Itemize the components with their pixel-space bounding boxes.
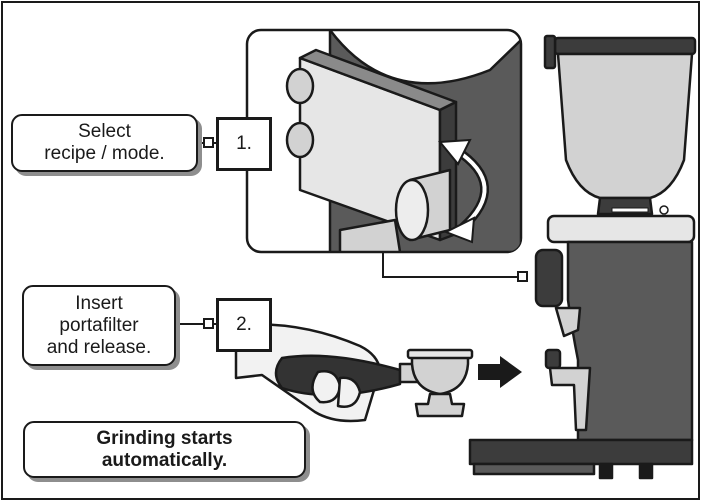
step-1-line-2: recipe / mode. [44,143,165,164]
result-line-1: Grinding starts [96,427,233,449]
result-line-2: automatically. [101,449,228,471]
step-1-instruction: Select recipe / mode. [11,114,198,172]
grounds-tray [472,462,596,476]
hand-with-portafilter [234,322,474,423]
step-2-line-2: portafilter [59,314,139,336]
result-note: Grinding starts automatically. [23,421,306,478]
grinder-machine [468,34,697,480]
grind-spout [554,306,582,338]
step-2-line-1: Insert [75,292,123,314]
step-2-number: 2. [216,298,272,352]
fork-holder [544,348,562,370]
selector-knob [534,248,564,308]
knob-detail-zoom [245,28,523,254]
grinder-base [468,438,694,466]
step-2-line-3: and release. [46,336,152,358]
leader-markers [203,137,528,329]
insert-arrow-icon [478,356,522,388]
hopper-collar [546,214,696,244]
rotate-arrow-icon [437,138,490,244]
step-2-instruction: Insert portafilter and release. [22,285,176,366]
bean-hopper [543,34,697,216]
portafilter-fork [548,366,592,432]
step-1-line-1: Select [78,121,131,142]
step-1-number: 1. [216,117,272,171]
